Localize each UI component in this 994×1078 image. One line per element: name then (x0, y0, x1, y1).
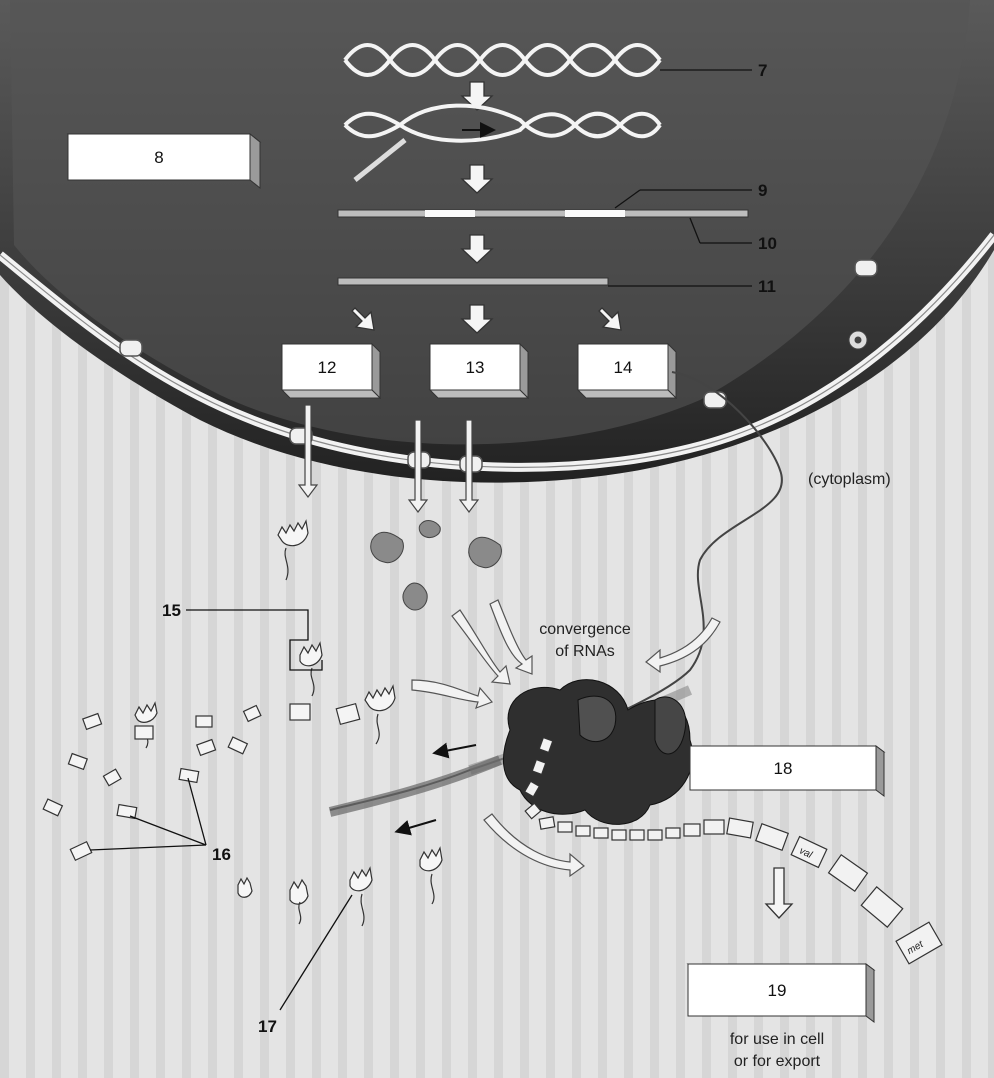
label-11: 11 (758, 277, 776, 296)
box-14-label: 14 (614, 358, 633, 377)
box-8-label: 8 (154, 148, 163, 167)
label-9: 9 (758, 181, 767, 200)
convergence-label-line1: convergence (539, 621, 631, 638)
box-19-label: 19 (768, 981, 787, 1000)
box-13-label: 13 (466, 358, 485, 377)
label-17: 17 (258, 1017, 277, 1036)
use-label-line1: for use in cell (730, 1031, 824, 1048)
pre-mrna (338, 210, 748, 217)
answer-box-14: 14 (578, 344, 676, 398)
answer-box-12: 12 (282, 344, 380, 398)
label-10: 10 (758, 234, 777, 253)
mature-rna (338, 278, 608, 285)
answer-box-8: 8 (68, 134, 260, 188)
answer-box-19: 19 (688, 964, 874, 1022)
box-12-label: 12 (318, 358, 337, 377)
answer-box-13: 13 (430, 344, 528, 398)
label-7: 7 (758, 61, 767, 80)
label-16: 16 (212, 845, 231, 864)
box-18-label: 18 (774, 759, 793, 778)
label-15: 15 (162, 601, 181, 620)
use-label-line2: or for export (734, 1053, 821, 1070)
answer-box-18: 18 (690, 746, 884, 796)
convergence-label-line2: of RNAs (555, 643, 615, 660)
cytoplasm-label: (cytoplasm) (808, 471, 891, 488)
organelle (849, 331, 867, 349)
